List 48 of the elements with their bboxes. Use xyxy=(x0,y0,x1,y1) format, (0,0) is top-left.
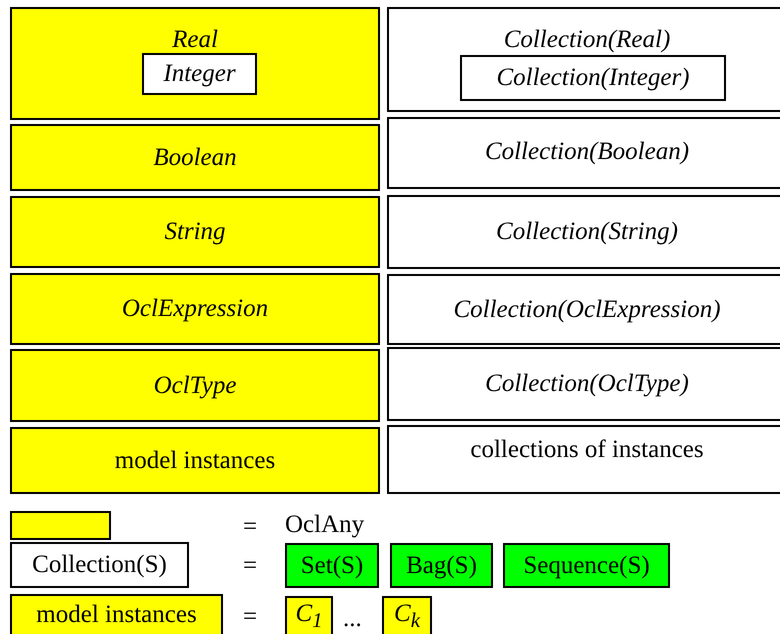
box-label: Boolean xyxy=(153,144,237,172)
box-label: model instances xyxy=(36,601,197,629)
box-label: Collection(Real) xyxy=(502,27,672,52)
type-box xyxy=(10,427,380,494)
type-box xyxy=(10,196,380,268)
box-label: model instances xyxy=(114,446,276,474)
collection-type-box xyxy=(387,347,780,421)
type-box xyxy=(10,273,380,345)
box-label: Collection(OclType) xyxy=(485,370,689,398)
box-label: collections of instances xyxy=(469,437,705,462)
legend-text: OclAny xyxy=(285,512,364,537)
legend-box xyxy=(503,543,670,588)
type-box xyxy=(10,7,380,120)
legend-box xyxy=(10,542,189,588)
equals-sign: = xyxy=(243,514,258,539)
box-label: Integer xyxy=(163,60,236,88)
collection-type-box xyxy=(387,195,780,269)
legend-swatch xyxy=(10,511,111,540)
box-label: Collection(String) xyxy=(496,218,678,246)
collection-type-box xyxy=(460,55,726,101)
type-box xyxy=(10,124,380,191)
collection-type-box xyxy=(387,117,780,189)
ellipsis: ... xyxy=(343,606,362,631)
legend-box xyxy=(285,543,379,588)
box-label: Collection(Integer) xyxy=(496,64,690,92)
type-box xyxy=(142,53,257,95)
equals-sign: = xyxy=(243,553,258,578)
collection-type-box xyxy=(387,7,780,112)
box-label: Set(S) xyxy=(300,552,364,580)
box-label: OclExpression xyxy=(122,295,268,323)
box-label: Sequence(S) xyxy=(523,552,650,580)
box-label: Real xyxy=(171,27,219,52)
box-label: C$_{k}$ xyxy=(394,600,420,632)
box-label: Collection(S) xyxy=(32,551,167,579)
legend-box xyxy=(382,596,432,634)
box-label: OclType xyxy=(154,372,236,400)
legend-box xyxy=(390,543,493,588)
box-label: Collection(Boolean) xyxy=(484,139,690,164)
equals-sign: = xyxy=(243,604,258,629)
legend-box xyxy=(285,596,333,634)
collection-type-box xyxy=(387,274,780,345)
collection-type-box xyxy=(387,425,780,494)
box-label: String xyxy=(164,218,226,246)
box-label: C$_{1}$ xyxy=(295,600,323,632)
box-label: Collection(OclExpression) xyxy=(453,296,721,324)
box-label: Bag(S) xyxy=(406,552,477,580)
type-box xyxy=(10,349,380,422)
legend-box xyxy=(10,594,223,634)
